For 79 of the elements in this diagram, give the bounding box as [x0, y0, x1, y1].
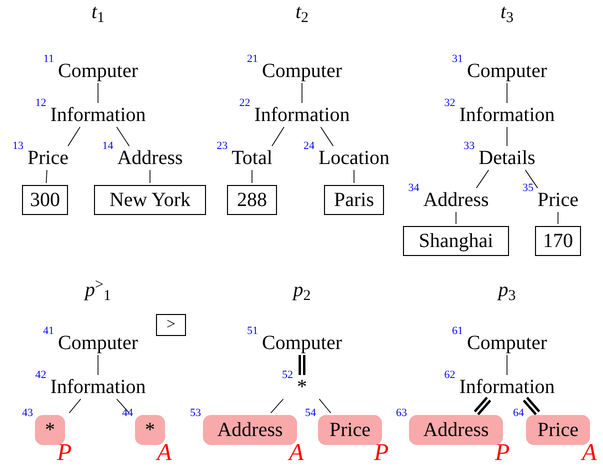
- node-number: 54: [305, 408, 316, 419]
- match-highlight: Address: [409, 415, 503, 445]
- tree-node-label: Location: [317, 148, 391, 168]
- node-number: 52: [282, 370, 293, 381]
- node-number: 21: [247, 54, 258, 65]
- tree-title: t$_{3}$: [500, 2, 514, 22]
- value-box: New York: [94, 185, 206, 215]
- value-box: Shanghai: [403, 226, 509, 256]
- tree-edge: [522, 396, 540, 416]
- tree-node-label: Computer: [261, 333, 343, 353]
- tree-node-label: Information: [253, 105, 351, 125]
- node-number: 13: [12, 141, 24, 152]
- tree-edge: [524, 170, 538, 188]
- tree-node-label: Computer: [466, 333, 548, 353]
- tree-edge: [474, 396, 492, 416]
- tree-edge: [506, 354, 508, 376]
- tree-node-label: Computer: [261, 61, 343, 81]
- match-highlight: Price: [526, 415, 590, 445]
- tree-edge: [68, 398, 82, 414]
- tree-node-label: Computer: [57, 61, 139, 81]
- value-box: 170: [535, 226, 581, 256]
- node-number: 53: [190, 408, 201, 419]
- value-box: 300: [22, 185, 68, 215]
- match-highlight: *: [35, 415, 65, 445]
- tree-edge: [270, 398, 284, 414]
- node-number: 42: [35, 370, 46, 381]
- tree-edge: [476, 170, 490, 188]
- tree-edge: [506, 82, 508, 104]
- tree-node-label: Information: [458, 377, 556, 397]
- match-highlight: Price: [318, 415, 382, 445]
- tree-node-label: Address: [422, 190, 490, 210]
- node-number: 44: [122, 408, 133, 419]
- match-highlight: Address: [203, 415, 297, 445]
- node-number: 32: [444, 98, 456, 109]
- node-number: 11: [43, 54, 54, 65]
- node-number: 23: [216, 141, 228, 152]
- node-number: 51: [247, 326, 258, 337]
- tree-edge: [320, 126, 334, 146]
- node-number: 22: [239, 98, 250, 109]
- tree-title: t$_{2}$: [295, 2, 309, 22]
- tree-node-label: Price: [536, 190, 580, 210]
- tree-node-label: *: [296, 377, 308, 397]
- node-number: 35: [522, 183, 534, 194]
- node-number: 31: [452, 54, 463, 65]
- tree-node-label: Price: [26, 148, 70, 168]
- tree-node-label: Computer: [57, 333, 139, 353]
- node-number: 33: [464, 141, 475, 152]
- tree-title: p$_{2}$: [293, 280, 311, 300]
- tree-node-label: Information: [458, 105, 556, 125]
- node-number: 12: [35, 98, 46, 109]
- tree-edge: [68, 126, 80, 146]
- tree-title: p$_{3}$: [498, 280, 516, 300]
- node-number: 61: [452, 326, 463, 337]
- tree-edge: [46, 170, 48, 184]
- value-box: Paris: [324, 185, 384, 215]
- tree-node-label: Information: [49, 105, 147, 125]
- tree-title: t$_{1}$: [91, 2, 105, 22]
- tree-node-label: Information: [49, 377, 147, 397]
- node-number: 41: [43, 326, 54, 337]
- tree-edge: [116, 126, 130, 146]
- node-number: 43: [22, 408, 33, 419]
- match-highlight: *: [135, 415, 165, 445]
- value-box: 288: [227, 185, 277, 215]
- node-number: 63: [396, 408, 407, 419]
- tree-node-label: Total: [230, 148, 274, 168]
- tree-edge: [506, 126, 508, 146]
- node-number: 24: [303, 141, 314, 152]
- tree-edge: [318, 398, 332, 414]
- tree-node-label: Details: [478, 148, 536, 168]
- tree-edge: [298, 354, 306, 376]
- node-number: 64: [513, 408, 524, 419]
- tree-node-label: Computer: [466, 61, 548, 81]
- node-number: 34: [408, 183, 420, 194]
- node-number: 62: [444, 370, 456, 381]
- tree-edge: [116, 398, 130, 414]
- tree-edge: [272, 126, 284, 146]
- tree-node-label: Address: [116, 148, 184, 168]
- operator-box: >: [156, 314, 186, 336]
- node-number: 14: [102, 141, 114, 152]
